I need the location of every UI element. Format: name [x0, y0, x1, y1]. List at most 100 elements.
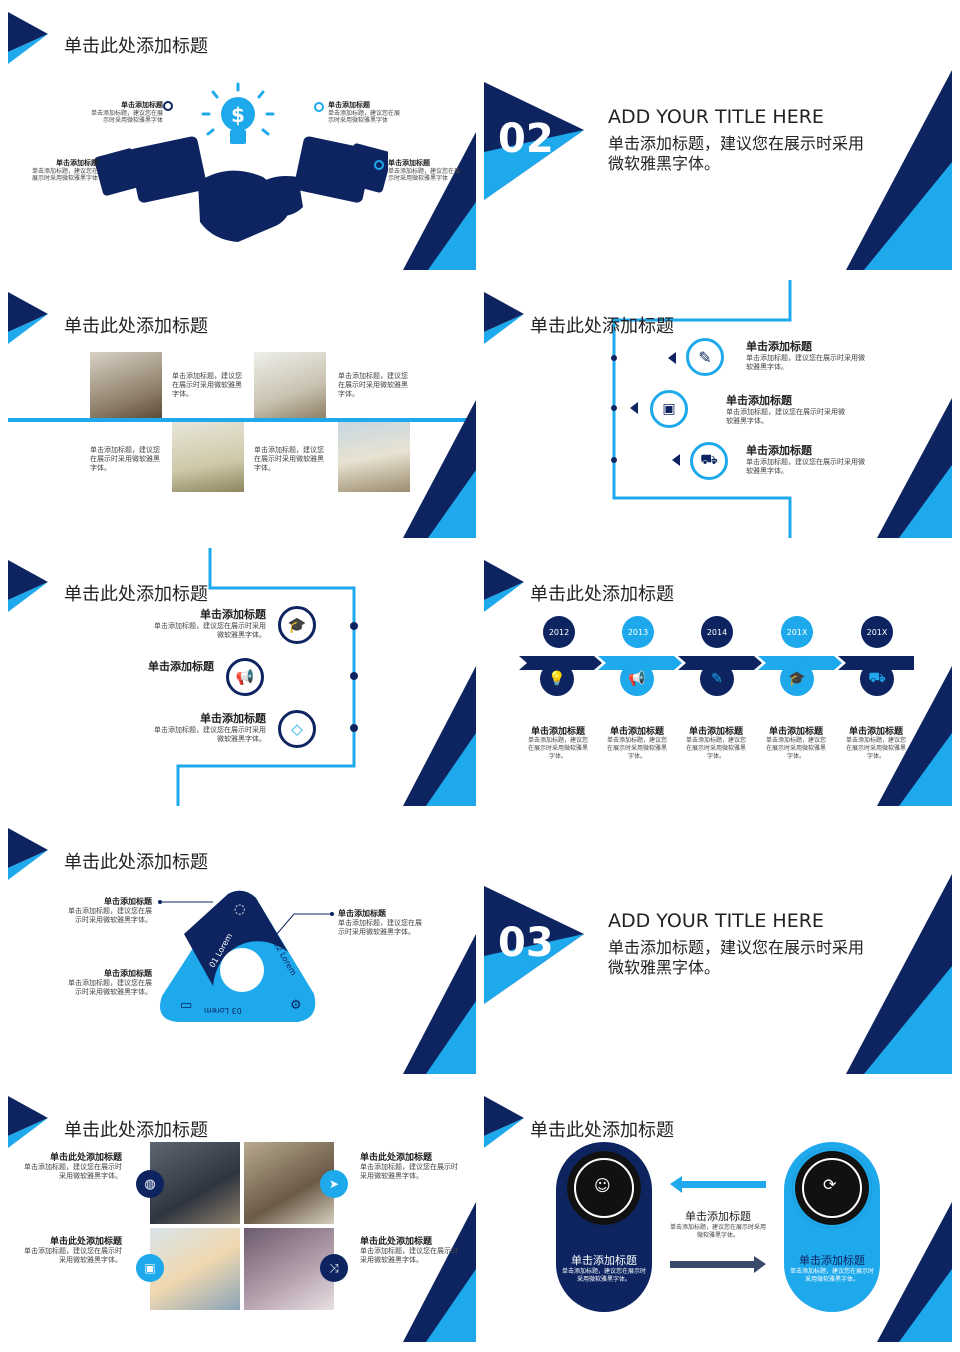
item-body: 单击添加标题，建议您在展示时采用微软雅黑字体。	[154, 726, 266, 743]
slide-decor	[484, 280, 952, 538]
photo-desk	[244, 1142, 334, 1224]
year-badge: 201X	[781, 616, 813, 648]
item-head: 单击此处添加标题	[49, 1153, 122, 1163]
slide-3: 单击此处添加标题 单击添加标题，建议您在展示时采用微软雅黑字体。 单击添加标题，…	[8, 280, 476, 540]
photo-caption: 单击添加标题，建议您在展示时采用微软雅黑字体。	[172, 372, 242, 398]
graduation-cap-icon: 🎓	[278, 606, 316, 644]
item-body: 单击添加标题，建议您在展示时采用微软雅黑字体。	[726, 408, 845, 425]
slide-title: 单击此处添加标题	[530, 1120, 674, 1141]
item-1: 单击添加标题 单击添加标题，建议您在展示时采用微软雅黑字体。	[68, 896, 152, 925]
item-head: 单击添加标题	[104, 969, 152, 978]
item-body: 单击添加标题，建议您在展示时采用微软雅黑字体。	[765, 737, 826, 760]
window-icon: ▣	[136, 1254, 164, 1282]
item-head: 单击添加标题	[848, 727, 903, 737]
slide-1: 单击此处添加标题 $ 单击添加标题 单击添加标题，建议您在展示时采用微软雅黑	[8, 12, 476, 272]
photo-desk-camera	[90, 352, 162, 418]
slide-title: 单击此处添加标题	[64, 584, 208, 605]
section-number: 03	[498, 920, 554, 966]
item-body: 单击添加标题，建议您在展示时采用微软雅黑字体。	[685, 737, 746, 760]
gear-icon: ⚙	[290, 998, 302, 1013]
item-head: 单击添加标题	[56, 159, 98, 167]
truck-icon: ⛟	[860, 662, 894, 696]
section-sub-1: 单击添加标题，建议您在展示时采用	[608, 938, 865, 957]
photo-shelf	[254, 352, 326, 418]
year-badge: 201X	[861, 616, 893, 648]
svg-text:$: $	[231, 103, 245, 127]
segment-label-3: 03 Lorem	[204, 1006, 242, 1015]
slide-5: 单击此处添加标题 🎓 📢 ◇ 单击添加标题 单击添加标题，建议您在展示时采用微软…	[8, 548, 476, 808]
item-body: 单击添加标题，建议您在展示时采用微软雅黑字体。	[845, 737, 906, 760]
truck-icon: ⛟	[690, 442, 728, 480]
photo-caption: 单击添加标题，建议您在展示时采用微软雅黑字体。	[90, 446, 160, 472]
item-3: 单击添加标题 单击添加标题，建议您在展示时采用微软雅黑字体。	[68, 968, 152, 997]
year-badge: 2012	[543, 616, 575, 648]
item-body: 单击添加标题，建议您在展示时采用微软雅黑字体	[328, 110, 401, 124]
mid-text: 单击添加标题 单击添加标题，建议您在展示时采用微软雅黑字体。	[670, 1208, 766, 1240]
head-idea-icon: ☺	[564, 1148, 644, 1228]
item-3: 单击添加标题 单击添加标题，建议您在展示时采用微软雅黑字体。	[684, 724, 748, 761]
bullet-icon	[374, 160, 384, 170]
slide-6: 单击此处添加标题 2012 2013 2014 201X 201X 💡 📢 ✎ …	[484, 548, 952, 808]
item-1: 单击添加标题 单击添加标题，建议您在展示时采用微软雅黑字体。	[746, 338, 866, 372]
item-head: 单击添加标题	[200, 712, 266, 725]
item-2: 单击此处添加标题 单击添加标题，建议您在展示时采用微软雅黑字体。	[360, 1150, 460, 1181]
item-head: 单击添加标题	[609, 727, 664, 737]
slide-decor	[8, 548, 476, 806]
item-3: 单击添加标题 单击添加标题，建议您在展示时采用微软雅黑字体。	[746, 442, 866, 476]
item-head: 单击添加标题	[104, 897, 152, 906]
item-body: 单击添加标题，建议您在展示时采用微软雅黑字体。	[746, 458, 865, 475]
item-2: 单击添加标题	[98, 658, 214, 674]
section-number: 02	[498, 116, 554, 162]
item-head: 单击添加标题	[726, 394, 792, 407]
item-2: 单击添加标题 单击添加标题，建议您在展示时采用微软雅黑字体。	[726, 392, 846, 426]
bullet-icon	[314, 102, 324, 112]
item-1: 单击添加标题 单击添加标题，建议您在展示时采用微软雅黑字体	[88, 100, 163, 124]
item-body: 单击添加标题，建议您在展示时采用微软雅黑字体。	[24, 1163, 122, 1180]
item-head: 单击此处添加标题	[360, 1237, 433, 1247]
item-body: 单击添加标题，建议您在展示时采用微软雅黑字体。	[527, 737, 588, 760]
refresh-gear-icon: ⟳	[792, 1148, 872, 1228]
pencil-icon: ✎	[700, 662, 734, 696]
megaphone-icon: 📢	[620, 662, 654, 696]
item-head: 单击添加标题	[530, 727, 585, 737]
photo-typewriter	[150, 1142, 240, 1224]
item-body: 单击添加标题，建议您在展示时采用微软雅黑字体	[90, 110, 163, 124]
item-head: 单击添加标题	[148, 660, 214, 673]
left-text: 单击添加标题 单击添加标题，建议您在展示时采用微软雅黑字体。	[560, 1252, 648, 1284]
slide-title: 单击此处添加标题	[64, 36, 208, 57]
item-3: 单击添加标题 单击添加标题，建议您在展示时采用微软雅黑字体	[328, 100, 403, 124]
slide-title: 单击此处添加标题	[530, 584, 674, 605]
item-1: 单击添加标题 单击添加标题，建议您在展示时采用微软雅黑字体。	[150, 606, 266, 640]
item-head: 单击此处添加标题	[360, 1153, 433, 1163]
diamond-icon: ◇	[278, 710, 316, 748]
item-body: 单击添加标题，建议您在展示时采用微软雅黑字体	[31, 168, 98, 182]
item-body: 单击添加标题，建议您在展示时采用微软雅黑字体。	[606, 737, 667, 760]
slide-9: 单击此处添加标题 ◍ ➤ ▣ ⤨ 单击此处添加标题 单击添加标题，建议您在展示时…	[8, 1084, 476, 1344]
item-head: 单击添加标题	[338, 909, 386, 918]
section-title: ADD YOUR TITLE HERE	[608, 910, 824, 932]
item-body: 单击添加标题，建议您在展示时采用微软雅黑字体。	[68, 979, 152, 996]
slide-decor	[8, 828, 476, 1074]
slide-decor	[8, 12, 476, 270]
mid-head: 单击添加标题	[685, 1210, 751, 1223]
lightbulb-icon: ◌	[234, 902, 246, 917]
slide-title: 单击此处添加标题	[530, 316, 674, 337]
item-1: 单击此处添加标题 单击添加标题，建议您在展示时采用微软雅黑字体。	[22, 1150, 122, 1181]
year-badge: 2014	[701, 616, 733, 648]
globe-icon: ◍	[136, 1170, 164, 1198]
mid-body: 单击添加标题，建议您在展示时采用微软雅黑字体。	[670, 1224, 767, 1239]
photo-vases	[172, 422, 244, 492]
section-sub-1: 单击添加标题，建议您在展示时采用	[608, 134, 865, 153]
megaphone-icon: 📢	[226, 658, 264, 696]
year-badge: 2013	[622, 616, 654, 648]
item-body: 单击添加标题，建议您在展示时采用微软雅黑字体。	[360, 1163, 458, 1180]
slide-decor	[484, 874, 952, 1074]
send-icon: ➤	[320, 1170, 348, 1198]
photo-caption: 单击添加标题，建议您在展示时采用微软雅黑字体。	[338, 372, 408, 398]
item-body: 单击添加标题，建议您在展示时采用微软雅黑字体。	[68, 907, 152, 924]
item-4: 单击添加标题 单击添加标题，建议您在展示时采用微软雅黑字体	[388, 158, 463, 182]
item-3: 单击添加标题 单击添加标题，建议您在展示时采用微软雅黑字体。	[150, 710, 266, 744]
slide-decor	[484, 70, 952, 270]
graduation-cap-icon: 🎓	[780, 662, 814, 696]
right-head: 单击添加标题	[799, 1254, 865, 1267]
